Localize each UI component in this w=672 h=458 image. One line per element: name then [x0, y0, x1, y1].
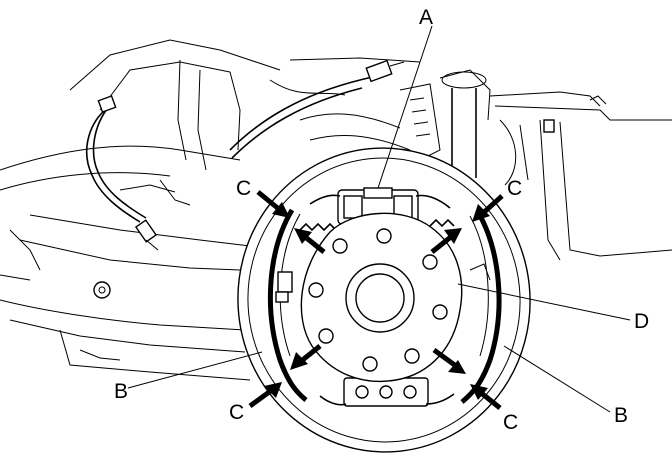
hub-flange	[300, 212, 463, 383]
leader-d	[457, 283, 631, 321]
arrow-c-bottom-right-inner	[432, 347, 466, 374]
leader-b-right	[503, 345, 611, 413]
arrow-c-top-right-outer	[472, 194, 504, 222]
label-c-bottom-right: C	[503, 411, 518, 434]
arrow-c-bottom-left-inner	[290, 344, 322, 370]
label-a: A	[419, 6, 433, 29]
leader-b-left	[127, 351, 263, 389]
label-c-top-left: C	[236, 177, 251, 200]
arrow-c-top-left-inner	[294, 228, 326, 254]
leader-a	[377, 25, 433, 189]
label-b-left: B	[114, 380, 128, 403]
adjuster	[319, 377, 455, 407]
label-b-right: B	[614, 404, 628, 427]
springs	[275, 218, 491, 303]
label-c-top-right: C	[507, 177, 522, 200]
arrow-c-bottom-left-outer	[248, 382, 282, 409]
callout-labels: A C C D B C C B	[114, 6, 649, 434]
arrow-c-bottom-right-outer	[470, 384, 502, 410]
leader-lines	[127, 25, 631, 413]
arrows-c	[248, 190, 504, 410]
chassis-background	[0, 39, 672, 381]
arrow-c-top-right-inner	[430, 228, 462, 254]
label-d: D	[634, 310, 649, 333]
arrow-c-top-left-outer	[256, 190, 290, 218]
label-c-bottom-left: C	[229, 401, 244, 424]
